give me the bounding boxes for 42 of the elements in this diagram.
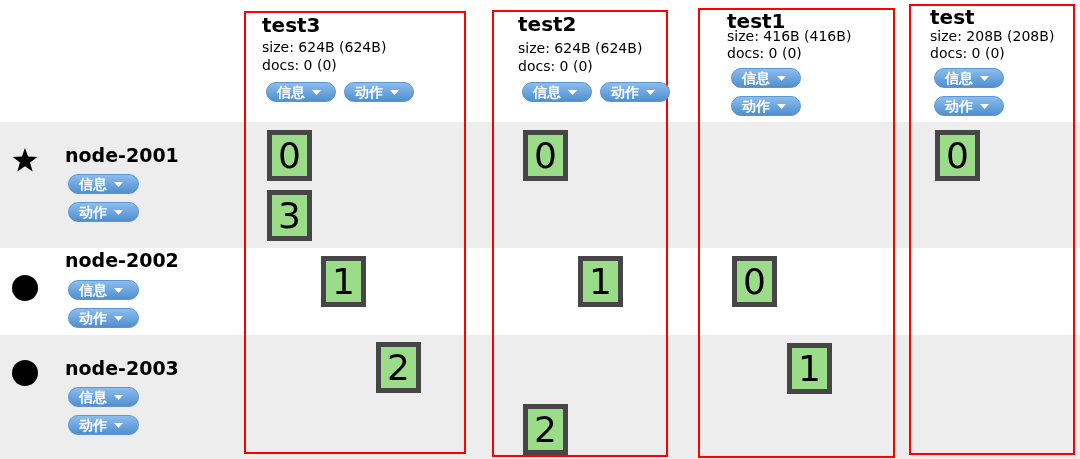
- dropdown-button: 信息: [731, 68, 801, 88]
- column-frame: [492, 10, 668, 457]
- dropdown-button: 动作: [731, 96, 801, 116]
- node-name: node-2002: [65, 249, 179, 271]
- info-text: docs: 0 (0): [727, 45, 802, 62]
- number-tile: 1: [578, 256, 623, 307]
- column-frame: [909, 4, 1075, 455]
- column-frame: [244, 11, 466, 454]
- column-frame: [698, 8, 895, 458]
- info-text: size: 624B (624B): [262, 39, 387, 56]
- index-title: test2: [518, 13, 577, 35]
- number-tile: 0: [935, 130, 980, 181]
- index-title: test3: [262, 14, 321, 36]
- info-text: docs: 0 (0): [930, 45, 1005, 62]
- dropdown-button: 动作: [600, 82, 670, 102]
- dropdown-button: 信息: [68, 280, 139, 300]
- index-title: test: [930, 6, 975, 28]
- number-tile: 0: [267, 130, 312, 181]
- info-text: docs: 0 (0): [262, 57, 337, 74]
- number-tile: 2: [376, 342, 421, 393]
- dropdown-button: 动作: [68, 308, 139, 328]
- number-tile: 3: [267, 190, 312, 241]
- info-text: docs: 0 (0): [518, 58, 593, 75]
- dropdown-button: 动作: [344, 82, 414, 102]
- number-tile: 0: [523, 130, 568, 181]
- dropdown-button: 信息: [266, 82, 336, 102]
- number-tile: 1: [321, 256, 366, 307]
- info-text: size: 208B (208B): [930, 28, 1055, 45]
- node-name: node-2001: [65, 144, 179, 166]
- node-name: node-2003: [65, 357, 179, 379]
- number-tile: 1: [787, 343, 832, 394]
- dropdown-button: 信息: [68, 387, 139, 407]
- info-text: size: 624B (624B): [518, 40, 643, 57]
- dropdown-button: 动作: [68, 202, 139, 222]
- dropdown-button: 信息: [522, 82, 592, 102]
- dropdown-button: 动作: [934, 96, 1004, 116]
- dropdown-button: 信息: [68, 174, 139, 194]
- number-tile: 0: [732, 256, 777, 307]
- dropdown-button: 动作: [68, 415, 139, 435]
- number-tile: 2: [523, 404, 568, 455]
- dropdown-button: 信息: [934, 68, 1004, 88]
- info-text: size: 416B (416B): [727, 28, 852, 45]
